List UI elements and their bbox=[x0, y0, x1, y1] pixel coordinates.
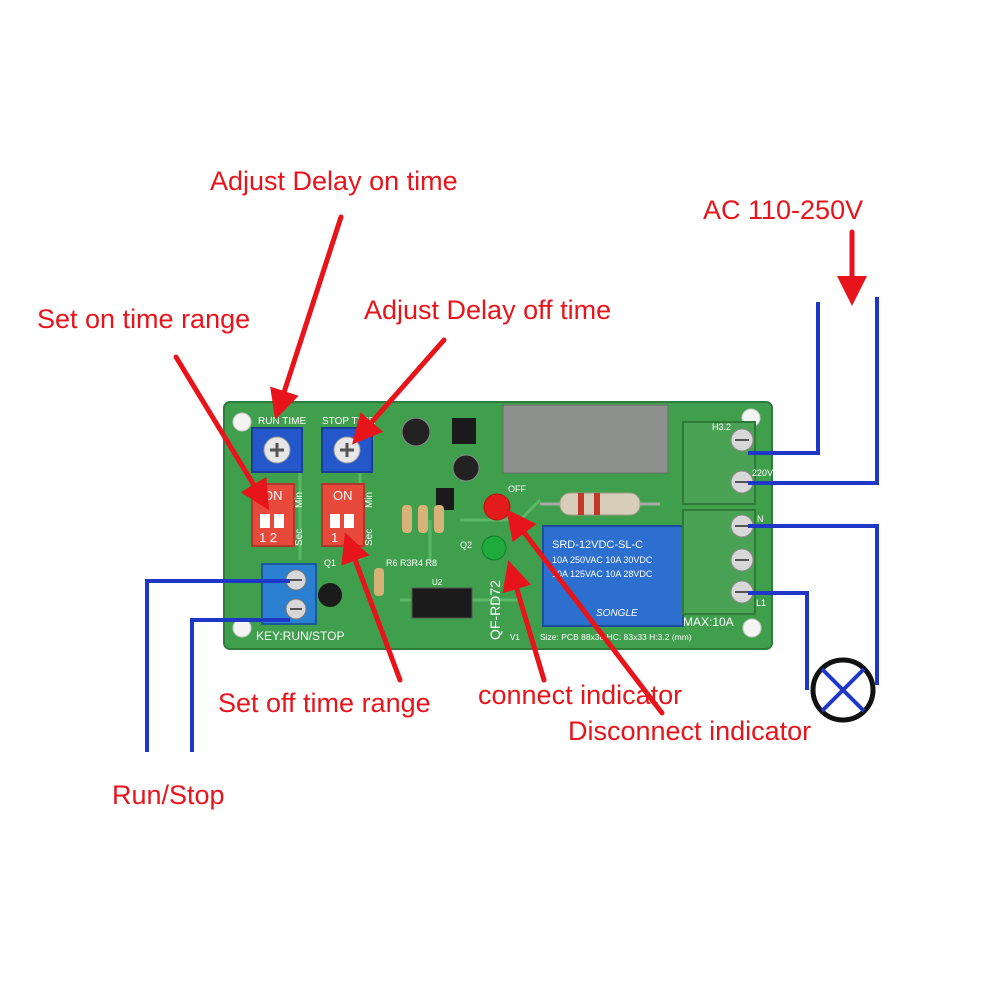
min-silk: Min bbox=[294, 492, 305, 508]
regulator-chip bbox=[452, 418, 476, 444]
load-wire-l bbox=[748, 591, 809, 690]
electrolytic-capacitor bbox=[452, 454, 480, 482]
l-silk: L1 bbox=[756, 598, 766, 608]
electrolytic-capacitor bbox=[401, 417, 431, 447]
dip-numbers-stop: 1 bbox=[331, 530, 338, 545]
q1-silk: Q1 bbox=[324, 558, 336, 568]
relay-model: SRD-12VDC-SL-C bbox=[552, 539, 643, 551]
relay-brand: SONGLE bbox=[596, 608, 638, 619]
relay bbox=[542, 525, 684, 627]
relay-rating-1: 10A 250VAC 10A 30VDC bbox=[552, 555, 653, 565]
label-adjust-delay-off-time: Adjust Delay off time bbox=[364, 295, 612, 325]
arrow-set-off-range bbox=[341, 532, 403, 683]
max-silk: MAX:10A bbox=[683, 615, 734, 629]
label-ac-supply: AC 110-250V bbox=[703, 195, 864, 225]
resistor-array bbox=[374, 505, 444, 596]
q2-silk: Q2 bbox=[460, 540, 472, 550]
led-connect bbox=[481, 535, 507, 561]
n-silk: N bbox=[757, 514, 764, 524]
trimpot-run-time bbox=[251, 427, 303, 473]
sec-silk: Sec bbox=[294, 529, 305, 546]
size-silk: Size: PCB 88x38 HC: 83x33 H:3.2 (mm) bbox=[540, 632, 692, 642]
arrow-connect-indicator bbox=[502, 560, 547, 683]
min-silk-2: Min bbox=[364, 492, 375, 508]
v220-silk: 220V bbox=[752, 468, 773, 478]
off-silk: OFF bbox=[508, 484, 526, 494]
u2-silk: U2 bbox=[432, 578, 443, 587]
power-module bbox=[502, 404, 669, 474]
pcb-board: RUN TIME STOP TIME ON ON 1 2 1 Min Sec M… bbox=[223, 401, 773, 650]
terminal-block-power bbox=[682, 421, 756, 505]
run-stop-wire-1 bbox=[145, 579, 290, 752]
load-wire-n bbox=[748, 524, 879, 685]
lamp-icon bbox=[810, 657, 876, 723]
relay-rating-2: 10A 125VAC 10A 28VDC bbox=[552, 569, 653, 579]
arrow-disconnect-indicator bbox=[506, 509, 665, 716]
trimpot-stop-time bbox=[321, 427, 373, 473]
stop-time-silk: STOP TIME bbox=[322, 416, 376, 427]
label-adjust-delay-on-time: Adjust Delay on time bbox=[210, 166, 458, 196]
arrow-adjust-off bbox=[352, 337, 447, 445]
terminal-block-run-stop bbox=[261, 563, 317, 625]
arrow-adjust-on bbox=[270, 214, 344, 420]
h-silk: H3.2 bbox=[712, 422, 731, 432]
label-connect-indicator: connect indicator bbox=[478, 680, 683, 710]
terminal-block-load bbox=[682, 509, 756, 615]
dip-numbers-run: 1 2 bbox=[259, 530, 277, 545]
ac-wire-1 bbox=[748, 302, 820, 455]
resistor-silk: R6 R3R4 R8 bbox=[386, 558, 437, 568]
ic-chip bbox=[411, 587, 473, 619]
led-disconnect bbox=[483, 493, 511, 521]
dip-on-silk-stop: ON bbox=[333, 488, 353, 503]
transistor-q1 bbox=[318, 583, 342, 607]
label-set-off-time-range: Set off time range bbox=[218, 688, 431, 718]
label-set-on-time-range: Set on time range bbox=[37, 304, 251, 334]
label-run-stop: Run/Stop bbox=[112, 780, 225, 810]
arrows bbox=[173, 214, 867, 716]
transistor bbox=[436, 488, 454, 510]
v1-silk: V1 bbox=[510, 633, 520, 642]
sec-silk-2: Sec bbox=[364, 529, 375, 546]
ac-wire-2 bbox=[748, 297, 879, 485]
arrow-set-on-range bbox=[173, 354, 270, 511]
key-silk: KEY:RUN/STOP bbox=[256, 629, 344, 643]
run-time-silk: RUN TIME bbox=[258, 416, 306, 427]
mounting-hole bbox=[232, 412, 252, 432]
model-silk: QF-RD72 bbox=[487, 580, 503, 640]
mounting-hole bbox=[742, 618, 762, 638]
power-resistor bbox=[540, 492, 660, 516]
label-disconnect-indicator: Disconnect indicator bbox=[568, 716, 812, 746]
wiring bbox=[145, 297, 879, 752]
run-stop-wire-2 bbox=[190, 618, 290, 752]
